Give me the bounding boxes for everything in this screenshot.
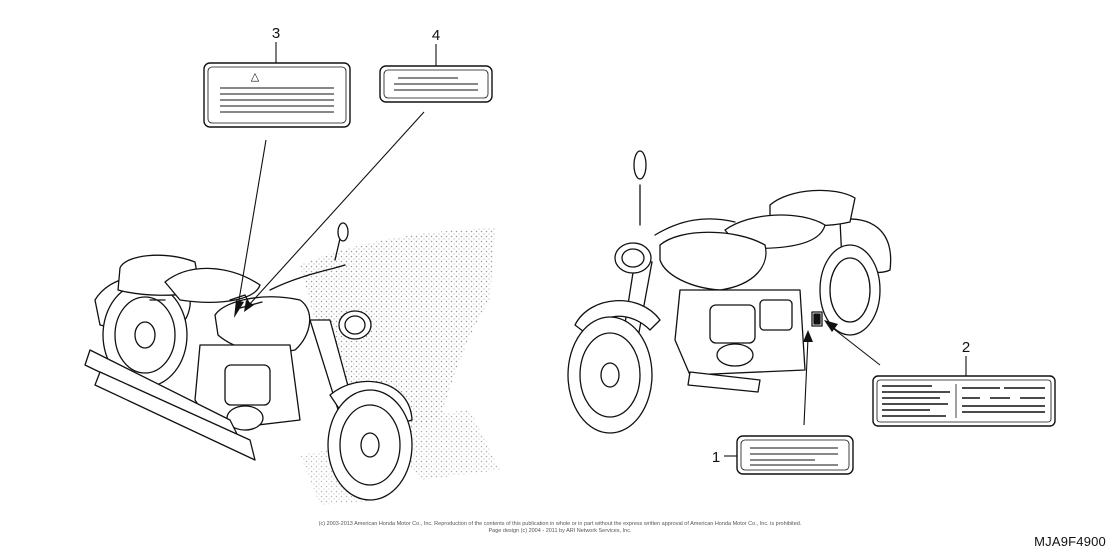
callout-number-3: 3 xyxy=(272,25,280,42)
callout-number-2: 2 xyxy=(962,339,970,356)
label-4 xyxy=(379,65,493,103)
diagram-part-code: MJA9F4900 xyxy=(1034,534,1106,549)
motorcycle-right-illustration xyxy=(567,150,892,434)
page-design-line: Page design (c) 2004 - 2011 by ARI Netwo… xyxy=(488,528,632,534)
copyright-line: (c) 2003-2013 American Honda Motor Co., … xyxy=(318,521,802,527)
copyright-footer: (c) 2003-2013 American Honda Motor Co., … xyxy=(0,521,1120,535)
label-3-caution: △ xyxy=(203,62,351,128)
leader-arrowheads xyxy=(234,300,838,342)
motorcycle-left-illustration xyxy=(84,222,413,501)
leader-lines xyxy=(237,42,967,457)
callout-number-1: 1 xyxy=(712,449,720,466)
callout-number-4: 4 xyxy=(432,27,440,44)
caution-triangle-icon: △ xyxy=(251,70,260,83)
label-2 xyxy=(872,375,1056,427)
label-1 xyxy=(736,435,854,475)
